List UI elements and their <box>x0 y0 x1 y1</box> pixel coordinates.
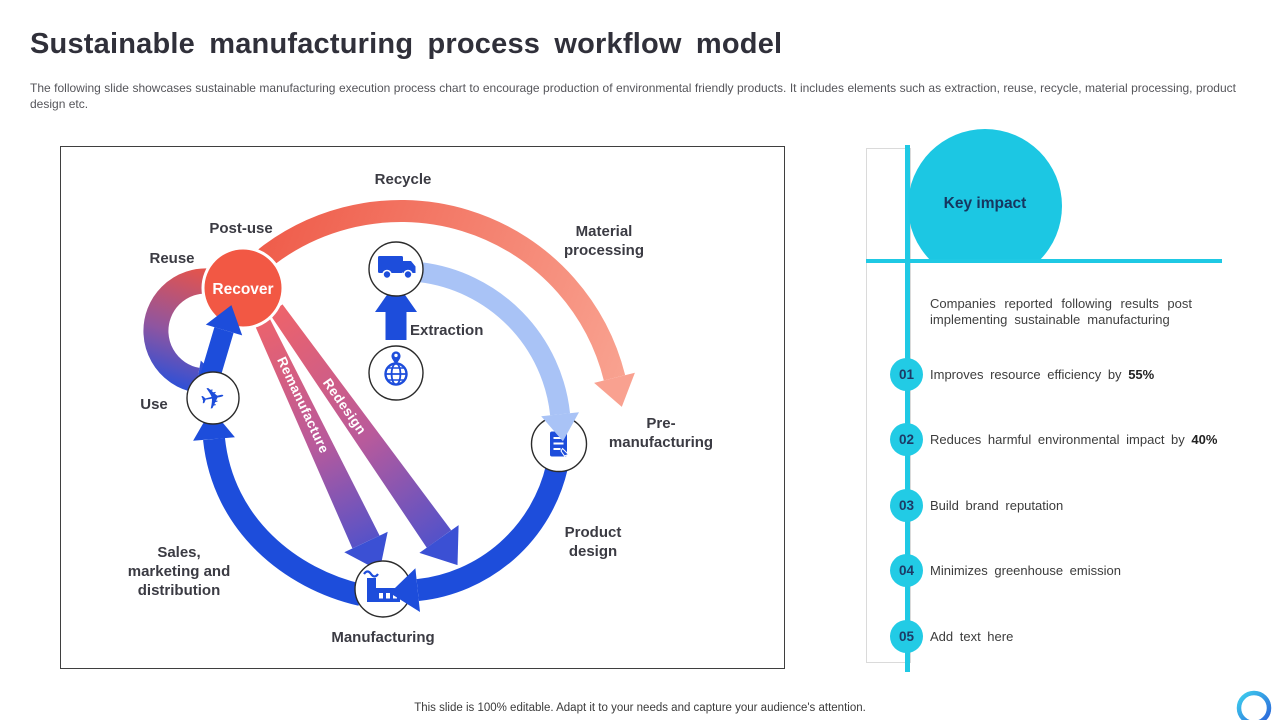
impact-item-1: 01 Improves resource efficiency by 55% <box>890 357 1154 391</box>
impact-item-3-label: Build brand reputation <box>930 497 1064 513</box>
use-recover-arrowhead <box>205 305 243 336</box>
key-impact-header: Key impact <box>906 128 1066 259</box>
impact-item-4: 04 Minimizes greenhouse emission <box>890 553 1121 587</box>
label-post-use: Post-use <box>209 220 272 237</box>
label-material-processing-1: Material <box>576 223 633 240</box>
impact-item-1-label: Improves resource efficiency by <box>930 366 1122 382</box>
label-product-design-2: design <box>569 543 617 560</box>
impact-item-4-number: 04 <box>890 553 923 587</box>
impact-item-2-highlight: 40% <box>1191 431 1218 447</box>
page-title: Sustainable manufacturing process workfl… <box>30 28 783 60</box>
impact-item-3-text: Build brand reputation <box>930 498 1063 513</box>
label-use: Use <box>140 396 168 413</box>
impact-item-1-text: Improves resource efficiency by 55% <box>930 367 1154 382</box>
impact-item-2: 02 Reduces harmful environmental impact … <box>890 422 1217 456</box>
impact-item-3-number: 03 <box>890 488 923 522</box>
key-impact-circle: Key impact <box>908 129 1062 259</box>
footer-note: This slide is 100% editable. Adapt it to… <box>414 702 866 714</box>
redesign-ribbon <box>269 304 452 548</box>
label-product-design-1: Product <box>565 524 622 541</box>
remanufacture-ribbon <box>251 311 380 549</box>
label-pre-manufacturing-1: Pre- <box>646 415 675 432</box>
sales-arrowhead <box>193 409 235 441</box>
label-recycle: Recycle <box>375 171 432 188</box>
impact-item-4-label: Minimizes greenhouse emission <box>930 562 1121 578</box>
impact-item-5: 05 Add text here <box>890 619 1013 653</box>
impact-item-1-highlight: 55% <box>1128 366 1155 382</box>
impact-item-2-label: Reduces harmful environmental impact by <box>930 431 1185 447</box>
label-reuse: Reuse <box>149 250 194 267</box>
impact-item-5-text: Add text here <box>930 629 1013 644</box>
plane-node-circle <box>186 371 240 425</box>
sales-arc <box>203 437 364 606</box>
impact-item-2-number: 02 <box>890 422 923 456</box>
truck-icon <box>378 256 416 280</box>
impact-item-5-number: 05 <box>890 619 923 653</box>
recycle-arrowhead <box>594 372 635 407</box>
key-impact-description: Companies reported following results pos… <box>930 296 1192 327</box>
key-impact-divider <box>866 259 1222 263</box>
label-material-processing-2: processing <box>564 242 644 259</box>
label-manufacturing: Manufacturing <box>331 629 434 646</box>
label-recover: Recover <box>212 281 273 298</box>
product-design-arrowhead <box>389 568 420 612</box>
impact-item-1-number: 01 <box>890 357 923 391</box>
impact-item-2-text: Reduces harmful environmental impact by … <box>930 432 1217 447</box>
label-sales-2: marketing and <box>128 563 231 580</box>
impact-item-3: 03 Build brand reputation <box>890 488 1063 522</box>
material-processing-arrowhead <box>541 412 579 442</box>
label-sales-3: distribution <box>138 582 221 599</box>
extraction-arrowhead <box>375 282 417 312</box>
workflow-diagram: Remanufacture Redesign Recover <box>60 146 785 669</box>
label-extraction: Extraction <box>410 322 483 339</box>
recover-circle <box>201 246 285 330</box>
key-impact-timeline <box>905 145 910 672</box>
product-design-arc <box>416 464 568 602</box>
material-processing-arc <box>419 262 571 416</box>
recycle-arc <box>246 199 626 381</box>
globe-icon <box>384 351 408 386</box>
logo-circle <box>1236 690 1272 720</box>
logo-badge <box>1236 690 1272 720</box>
label-pre-manufacturing-2: manufacturing <box>609 434 713 451</box>
label-sales-1: Sales, <box>157 544 200 561</box>
impact-item-5-label: Add text here <box>930 628 1014 644</box>
slide-subtitle: The following slide showcases sustainabl… <box>30 81 1236 111</box>
key-impact-title: Key impact <box>943 195 1027 212</box>
globe-node-circle <box>368 345 424 401</box>
label-redesign: Redesign <box>320 376 369 438</box>
impact-item-4-text: Minimizes greenhouse emission <box>930 563 1121 578</box>
redesign-arrowhead <box>419 525 459 566</box>
